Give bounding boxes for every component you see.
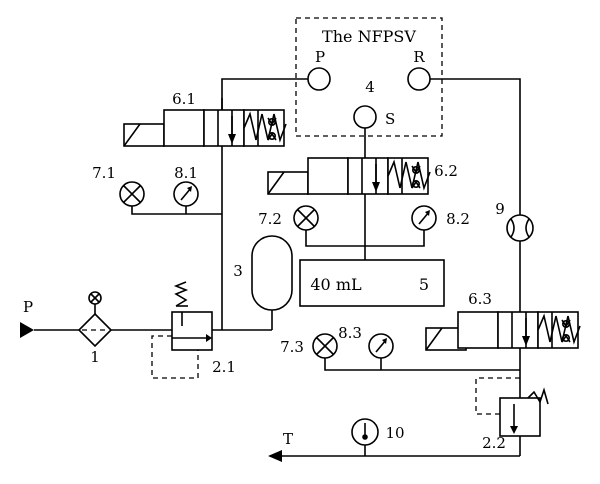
nfpsv-port-s-label: S (385, 110, 395, 128)
gauge-8-3-label: 8.3 (338, 324, 362, 342)
tank-port: T (268, 430, 293, 462)
nfpsv-number: 4 (365, 78, 375, 96)
chamber-volume: 40 mL (310, 275, 362, 294)
thermometer-label: 10 (385, 424, 404, 442)
supply-label: P (23, 298, 33, 316)
solenoid-valve-6-2: 6.2 (267, 157, 458, 195)
relief-valve-2-2: 2.2 (475, 377, 549, 452)
nfpsv-port-s (353, 105, 377, 129)
accumulator-label: 3 (233, 262, 243, 280)
solenoid-valve-6-3: 6.3 (425, 290, 581, 351)
flowmeter-label: 9 (495, 200, 505, 218)
gauge-7-3: 7.3 (280, 333, 338, 359)
gauge-8-1-label: 8.1 (174, 164, 198, 182)
thermometer: 10 (351, 418, 405, 446)
gauge-8-1: 8.1 (173, 164, 199, 207)
nfpsv-port-r-label: R (413, 48, 425, 66)
valve-6-3-label: 6.3 (468, 290, 492, 308)
chamber-label: 5 (419, 275, 429, 294)
chamber: 40 mL 5 (299, 259, 445, 307)
relief-valve-2-1: 2.1 (151, 281, 236, 379)
gauge-7-2-label: 7.2 (258, 210, 282, 228)
nfpsv-port-p-label: P (315, 48, 325, 66)
supply-port: P (20, 298, 34, 338)
gauge-7-3-label: 7.3 (280, 338, 304, 356)
gauge-8-3: 8.3 (338, 324, 394, 359)
filter-label: 1 (90, 348, 100, 366)
gauge-8-2: 8.2 (411, 205, 470, 231)
nfpsv-title: The NFPSV (322, 27, 416, 46)
gauge-7-1: 7.1 (92, 164, 145, 207)
filter: 1 (77, 291, 113, 366)
relief-valve-2-2-label: 2.2 (482, 434, 506, 452)
nfpsv-block: The NFPSV P R 4 S (295, 17, 443, 137)
gauge-7-2: 7.2 (258, 205, 319, 231)
tank-label: T (283, 430, 293, 448)
gauge-7-1-label: 7.1 (92, 164, 116, 182)
accumulator: 3 (233, 235, 293, 311)
solenoid-valve-6-1: 6.1 (123, 90, 287, 147)
flowmeter: 9 (495, 200, 534, 242)
gauge-8-2-label: 8.2 (446, 210, 470, 228)
nfpsv-port-r (407, 67, 431, 91)
nfpsv-port-p (307, 67, 331, 91)
relief-valve-2-1-label: 2.1 (212, 358, 236, 376)
valve-6-1-label: 6.1 (172, 90, 196, 108)
valve-6-2-label: 6.2 (434, 162, 458, 180)
